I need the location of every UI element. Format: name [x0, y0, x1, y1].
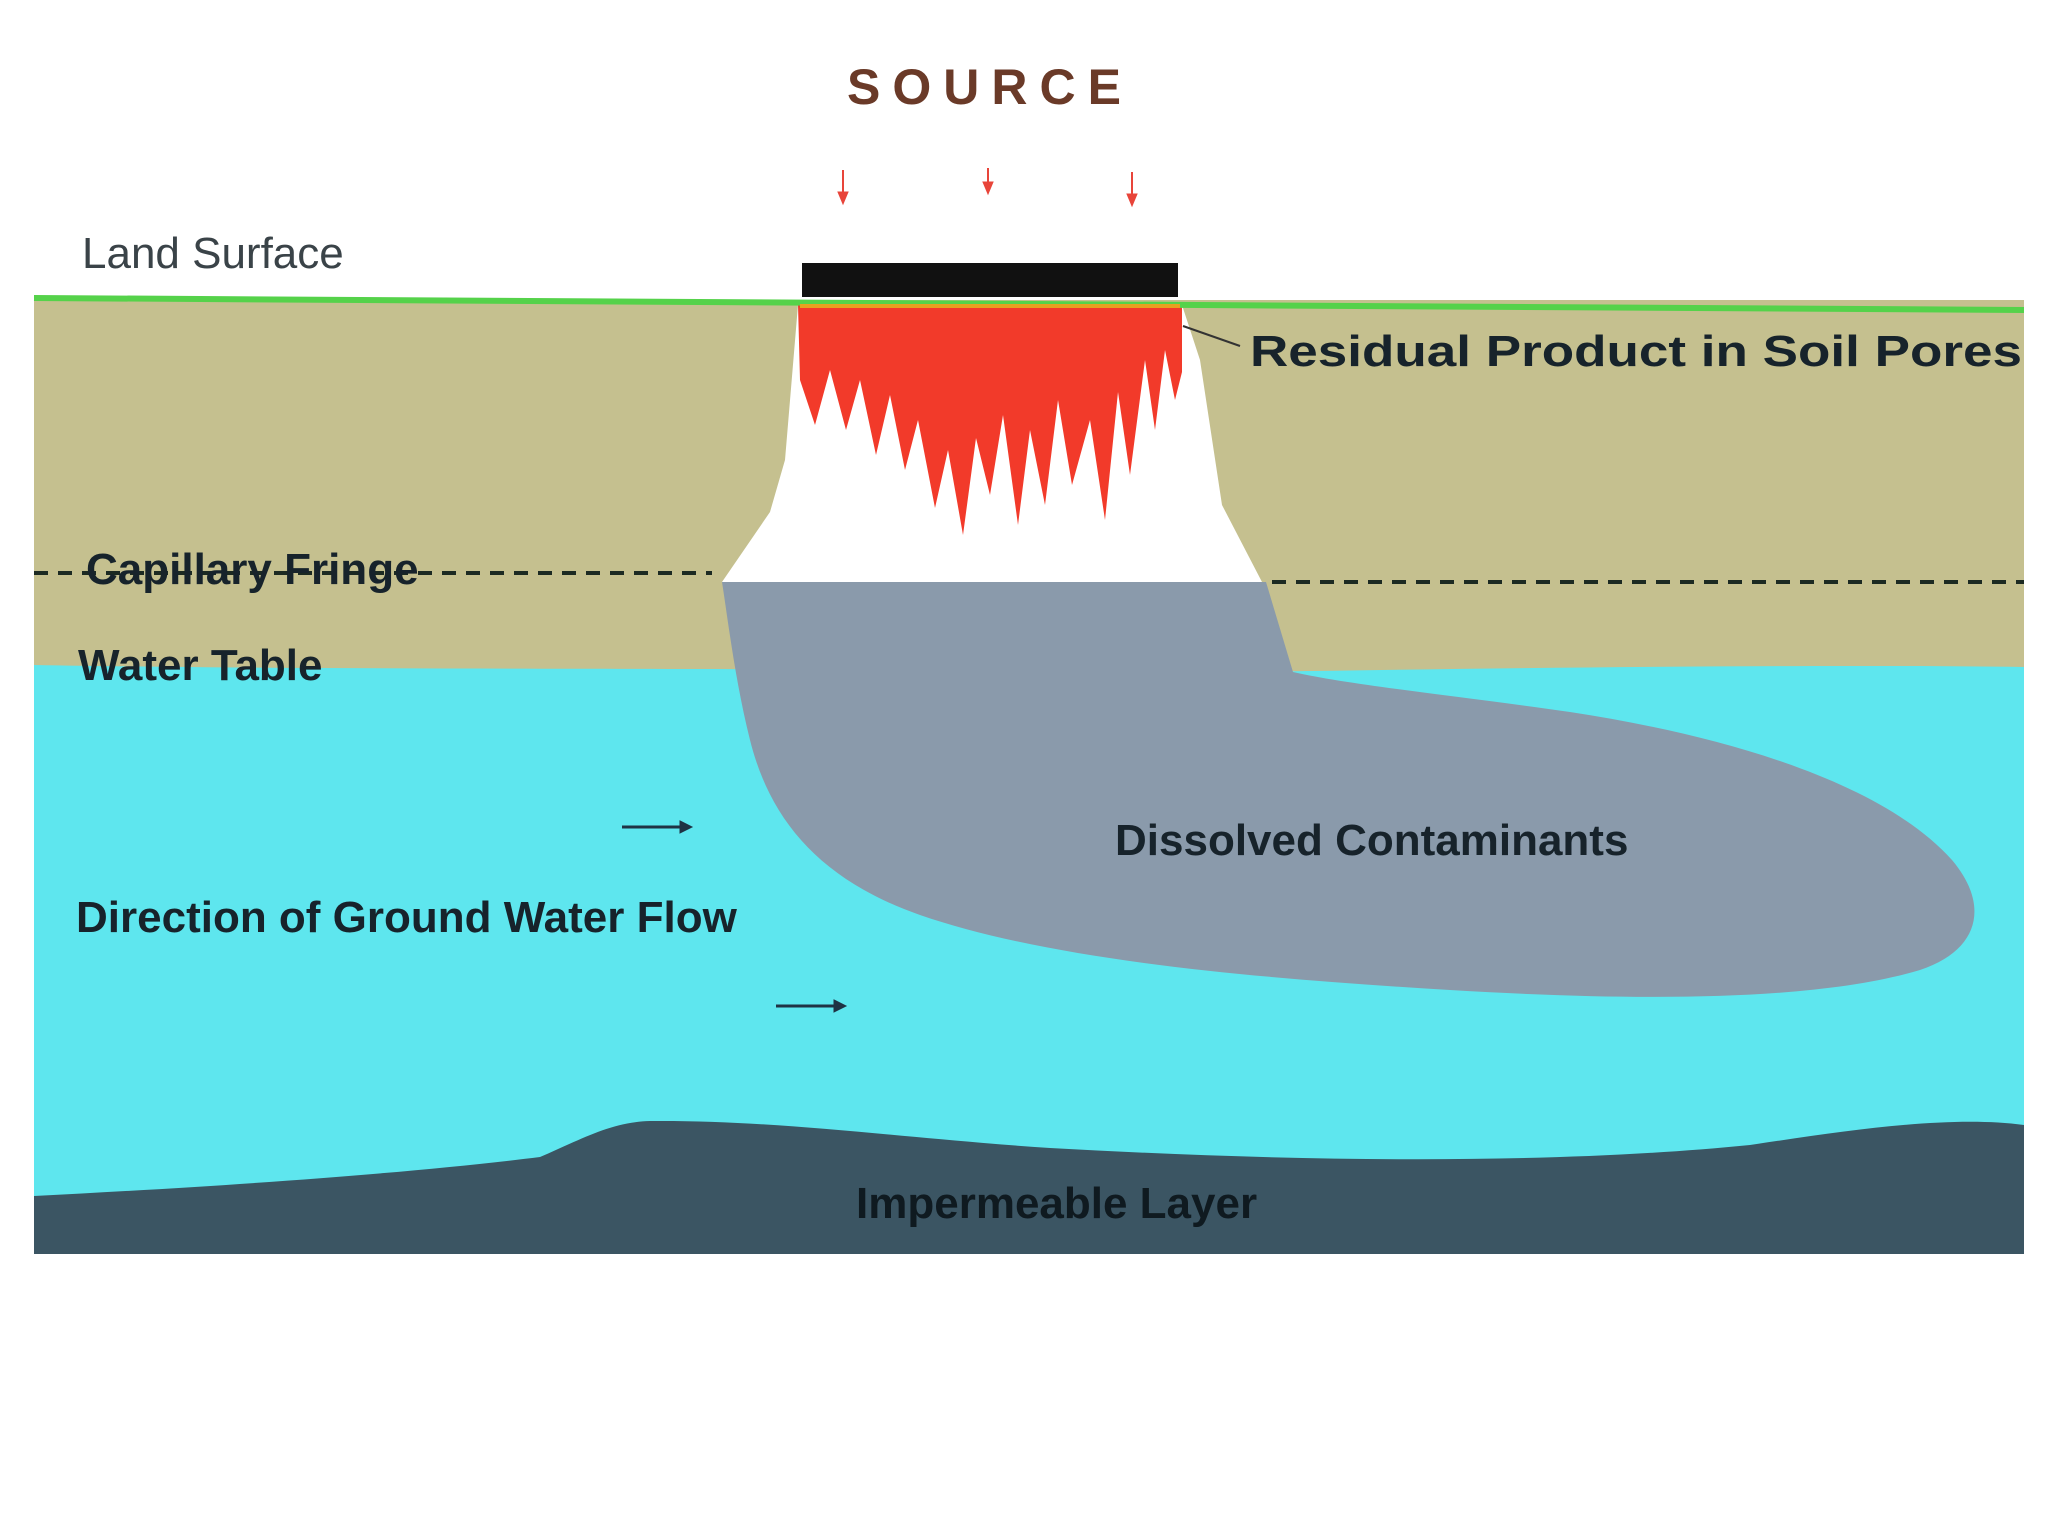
land-surface-label: Land Surface [82, 229, 344, 278]
residual-leader-line [1182, 325, 1241, 347]
contaminant-plume [722, 582, 1975, 997]
arrow-right-icon [776, 999, 848, 1013]
residual-product [798, 305, 1182, 535]
source-label: SOURCE [847, 59, 1133, 115]
flow-arrows [622, 820, 848, 1013]
arrow-down-icon [837, 170, 849, 206]
leak-arrows [837, 168, 1138, 208]
impermeable-layer [34, 1120, 2024, 1254]
arrow-down-icon [982, 168, 994, 196]
dissolved-contaminants-label: Dissolved Contaminants [1115, 816, 1628, 865]
residual-product-label: Residual Product in Soil Pores [1250, 327, 2022, 376]
arrow-down-icon [1126, 172, 1138, 208]
impermeable-layer-label: Impermeable Layer [856, 1179, 1257, 1228]
capillary-fringe-label: Capillary Fringe [86, 545, 419, 594]
water-table-label: Water Table [78, 641, 323, 690]
source-slab [802, 263, 1178, 297]
arrow-right-icon [622, 820, 694, 834]
flow-direction-label: Direction of Ground Water Flow [76, 893, 738, 942]
